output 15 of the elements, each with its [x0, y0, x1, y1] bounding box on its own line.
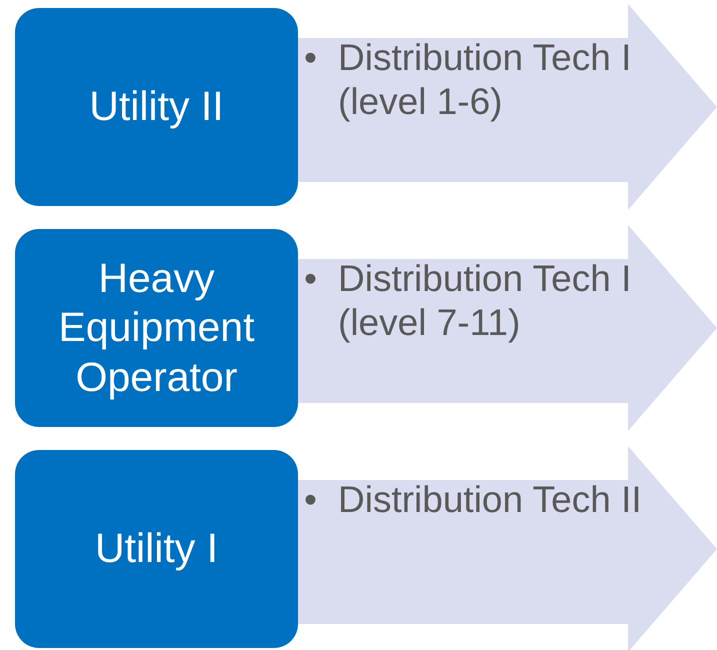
- bullet-mark: •: [304, 36, 317, 80]
- role-title: Utility II: [89, 82, 224, 132]
- role-box: [15, 450, 298, 648]
- arrow-shape: [298, 225, 717, 431]
- role-title: Heavy Equipment Operator: [57, 254, 256, 402]
- bullet-text: Distribution Tech I (level 7-11): [338, 257, 632, 346]
- arrow-shape: [298, 4, 717, 210]
- bullet-mark: •: [304, 478, 317, 522]
- role-box: [15, 229, 298, 427]
- role-box: [15, 8, 298, 206]
- bullet-text: Distribution Tech II: [338, 478, 643, 522]
- bullet-mark: •: [304, 257, 317, 301]
- arrow-shape: [298, 446, 717, 650]
- bullet-text: Distribution Tech I (level 1-6): [338, 36, 632, 124]
- role-title: Utility I: [95, 524, 218, 574]
